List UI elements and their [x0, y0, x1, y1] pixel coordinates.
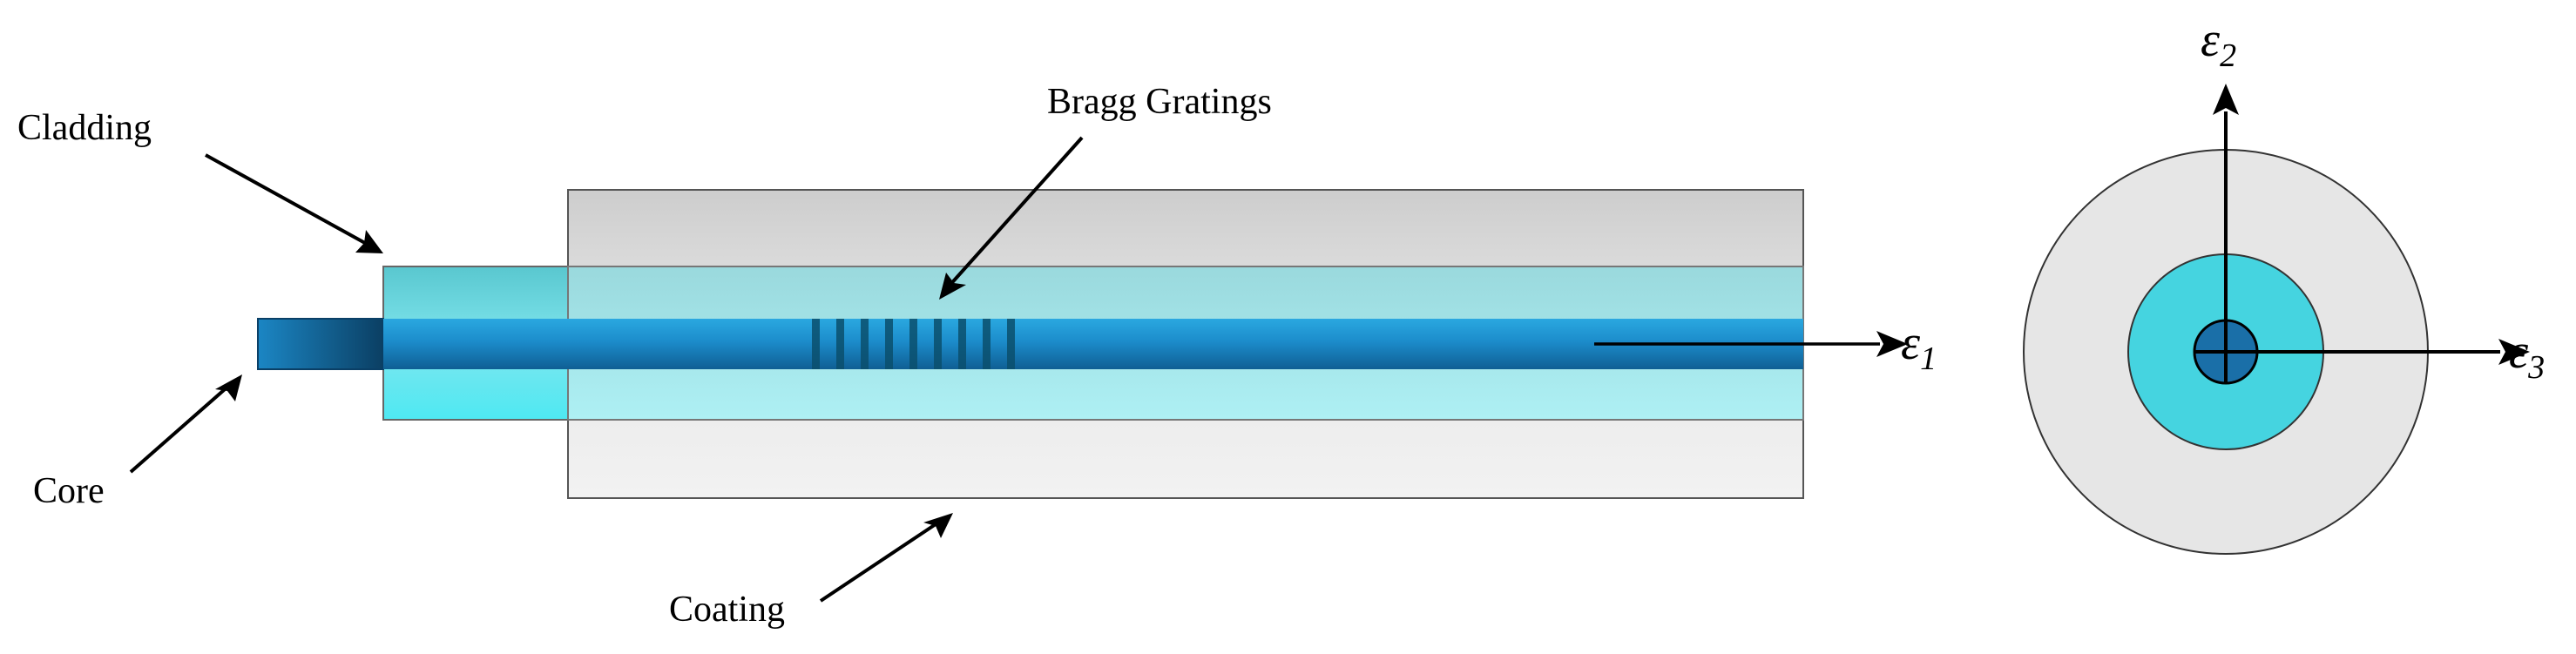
axis-e2-symbol: ε	[2201, 13, 2221, 67]
bragg-gratings	[812, 319, 1015, 369]
axis-e3-sub: 3	[2527, 349, 2545, 386]
label-bragg-gratings: Bragg Gratings	[1047, 82, 1272, 122]
label-coating: Coating	[669, 590, 785, 630]
axis-e1-label: ε1	[1901, 316, 1937, 377]
grating-line	[861, 319, 869, 369]
grating-line	[934, 319, 942, 369]
grating-line	[836, 319, 844, 369]
axis-e1-arrowhead	[1876, 331, 1908, 357]
bragg-pointer-head	[939, 273, 966, 300]
label-core: Core	[33, 471, 105, 511]
core-tip	[257, 318, 384, 370]
grating-line	[909, 319, 917, 369]
axis-e1-symbol: ε	[1901, 316, 1921, 370]
coating-pointer	[819, 519, 943, 603]
axis-e2-sub: 2	[2220, 37, 2236, 74]
grating-line	[885, 319, 893, 369]
axis-e2-label: ε2	[2201, 13, 2236, 74]
core-body	[383, 319, 1803, 369]
axis-e3-label: ε3	[2509, 325, 2545, 386]
axis-e3-symbol: ε	[2509, 325, 2529, 379]
cladding-pointer-head	[355, 230, 383, 253]
grating-line	[958, 319, 966, 369]
label-cladding: Cladding	[17, 108, 152, 148]
grating-line	[1007, 319, 1015, 369]
bragg-pointer	[946, 136, 1084, 289]
coating-pointer-head	[923, 513, 953, 538]
axis-e1-sub: 1	[1920, 340, 1937, 377]
core-pointer	[129, 381, 233, 474]
axis-e2-arrowhead	[2213, 84, 2239, 115]
axis-e3-arrowhead	[2498, 339, 2530, 365]
core-pointer-head	[215, 374, 242, 401]
cladding-pointer	[205, 153, 374, 249]
grating-line	[983, 319, 991, 369]
grating-line	[812, 319, 820, 369]
